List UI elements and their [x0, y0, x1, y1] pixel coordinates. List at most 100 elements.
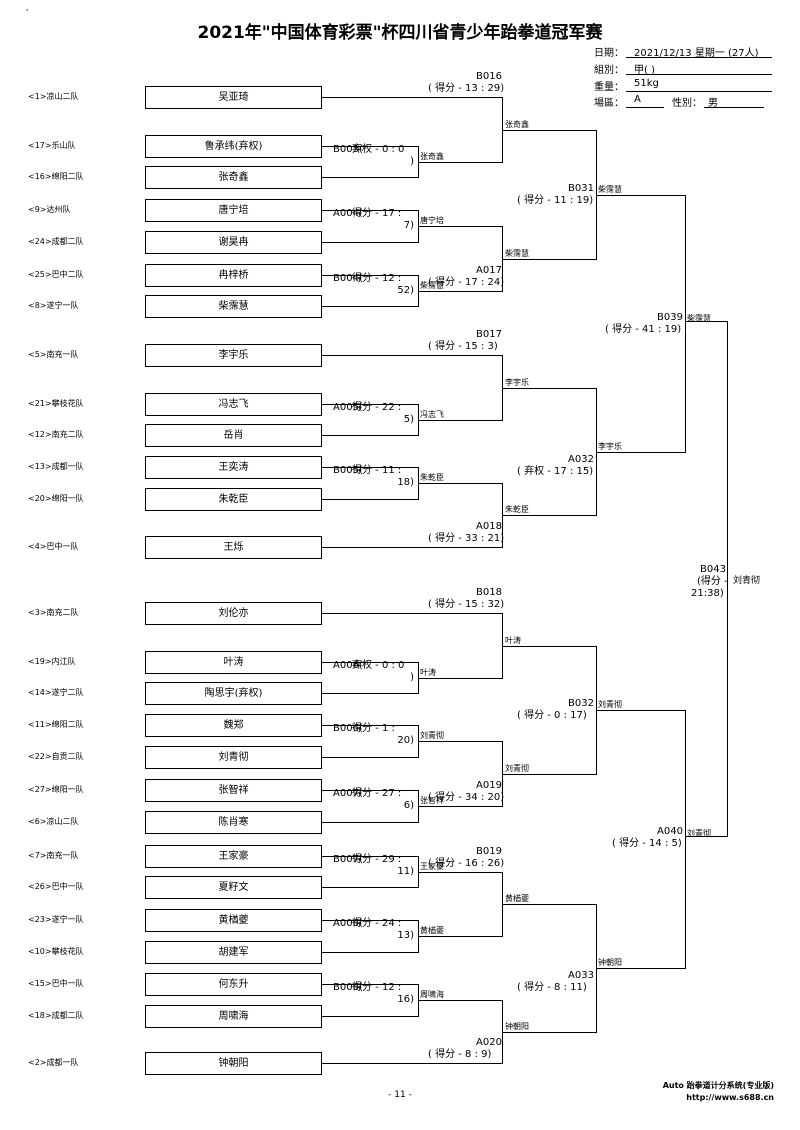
match-code: B004(: [333, 273, 363, 284]
match-code: A007(: [333, 788, 363, 799]
bracket-line: [322, 97, 502, 98]
match-score: ( 得分 - 33 : 21): [428, 533, 505, 544]
bracket-line: [418, 678, 502, 679]
venue-label: 場區：: [594, 98, 624, 109]
competitor-box: 吴亚琦: [145, 86, 322, 109]
bracket-line: [322, 984, 418, 985]
bracket-line: [322, 725, 418, 726]
match-code: B003(: [333, 144, 363, 155]
bracket-line: [502, 1032, 596, 1033]
match-code: B016: [476, 71, 502, 82]
bracket-line: [685, 321, 686, 325]
bracket-line: [685, 836, 727, 837]
match-score-tail: 13): [397, 930, 414, 941]
bracket-line: [322, 822, 418, 823]
match-winner: 周啸海: [420, 990, 444, 999]
competitor-box: 魏郑: [145, 714, 322, 737]
competitor-box: 张奇鑫: [145, 166, 322, 189]
match-code: B007(: [333, 854, 363, 865]
seed-label: <8>遂宁一队: [28, 301, 79, 310]
bracket-line: [322, 757, 418, 758]
competitor-box: 王烁: [145, 536, 322, 559]
weight-value: 51kg: [626, 78, 772, 92]
match-winner: 叶涛: [505, 636, 521, 645]
weight-row: 重量： 51kg: [594, 78, 772, 93]
bracket-line: [596, 710, 685, 711]
bracket-line: [322, 404, 418, 405]
match-score-tail: 6): [403, 800, 414, 811]
competitor-box: 叶涛: [145, 651, 322, 674]
match-score: ( 得分 - 41 : 19): [605, 324, 682, 335]
seed-label: <26>巴中一队: [28, 882, 84, 891]
match-winner: 王家豪: [420, 862, 444, 871]
bracket-line: [322, 210, 418, 211]
match-score: 得分 - 1 :: [352, 723, 395, 734]
bracket-line: [322, 693, 418, 694]
match-winner: 李宇乐: [598, 442, 622, 451]
match-score: ( 得分 - 17 : 24): [428, 277, 505, 288]
seed-label: <4>巴中一队: [28, 542, 79, 551]
match-code: A004(: [333, 208, 363, 219]
match-code: B032: [568, 698, 594, 709]
match-score: 得分 - 27 :: [352, 788, 402, 799]
competitor-box: 陶思宇(弃权): [145, 682, 322, 705]
bracket-line: [322, 1016, 418, 1017]
match-score-tail: 52): [397, 285, 414, 296]
match-score: ( 得分 - 0 : 17): [517, 710, 587, 721]
match-code: A040: [657, 826, 683, 837]
bracket-line: [322, 275, 418, 276]
bracket-line: [322, 1063, 502, 1064]
match-score: 弃权 - 0 : 0: [352, 144, 405, 155]
match-winner: 刘青彻: [687, 829, 711, 838]
footer: Auto 跆拳道计分系统(专业版) http://www.s688.cn: [663, 1080, 774, 1104]
match-winner: 唐宁培: [420, 216, 444, 225]
competitor-box: 岳肖: [145, 424, 322, 447]
match-score: ( 得分 - 14 : 5): [612, 838, 682, 849]
competitor-box: 周啸海: [145, 1005, 322, 1028]
bracket-line: [596, 452, 685, 453]
match-winner: 叶涛: [420, 668, 436, 677]
match-winner: 刘青彻: [598, 700, 622, 709]
match-score-tail: ): [410, 156, 414, 167]
bracket-line: [418, 226, 502, 227]
match-winner: 钟朝阳: [598, 958, 622, 967]
bracket-line: [322, 613, 502, 614]
competitor-box: 鲁承纬(弃权): [145, 135, 322, 158]
match-score-tail: 20): [397, 735, 414, 746]
match-score: 得分 - 24 :: [352, 918, 402, 929]
competitor-box: 王奕涛: [145, 456, 322, 479]
seed-label: <21>攀枝花队: [28, 399, 84, 408]
bracket-line: [418, 483, 502, 484]
sex-value: 男: [704, 94, 764, 109]
venue-value: A: [626, 94, 664, 108]
match-code: A032: [568, 454, 594, 465]
bracket-line: [322, 306, 418, 307]
date-label: 日期：: [594, 48, 624, 59]
competitor-box: 陈肖寒: [145, 811, 322, 834]
match-score: 得分 - 29 :: [352, 854, 402, 865]
bracket-line: [502, 515, 596, 516]
match-winner: 冯志飞: [420, 410, 444, 419]
match-winner: 朱乾臣: [505, 505, 529, 514]
seed-label: <3>南充二队: [28, 608, 79, 617]
software-name: Auto 跆拳道计分系统(专业版): [662, 1081, 774, 1090]
bracket-line: [322, 467, 418, 468]
match-score: 得分 - 17 :: [352, 208, 402, 219]
match-score: 得分 - 12 :: [352, 273, 402, 284]
competitor-box: 朱乾臣: [145, 488, 322, 511]
seed-label: <19>内江队: [28, 657, 76, 666]
seed-label: <20>绵阳一队: [28, 494, 84, 503]
match-score: ( 得分 - 15 : 32): [428, 599, 505, 610]
seed-label: <22>自贡二队: [28, 752, 84, 761]
competitor-box: 黄楢夔: [145, 909, 322, 932]
weight-label: 重量：: [594, 82, 624, 93]
match-score: ( 得分 - 8 : 9): [428, 1049, 492, 1060]
competitor-box: 夏籽文: [145, 876, 322, 899]
match-winner: 张奇鑫: [505, 120, 529, 129]
page-number: - 11 -: [388, 1090, 412, 1100]
competitor-box: 冉梓桥: [145, 264, 322, 287]
match-winner: 柴霈慧: [687, 314, 711, 323]
competitor-box: 柴霈慧: [145, 295, 322, 318]
match-winner: 柴霈慧: [598, 185, 622, 194]
match-code: B039: [657, 312, 683, 323]
